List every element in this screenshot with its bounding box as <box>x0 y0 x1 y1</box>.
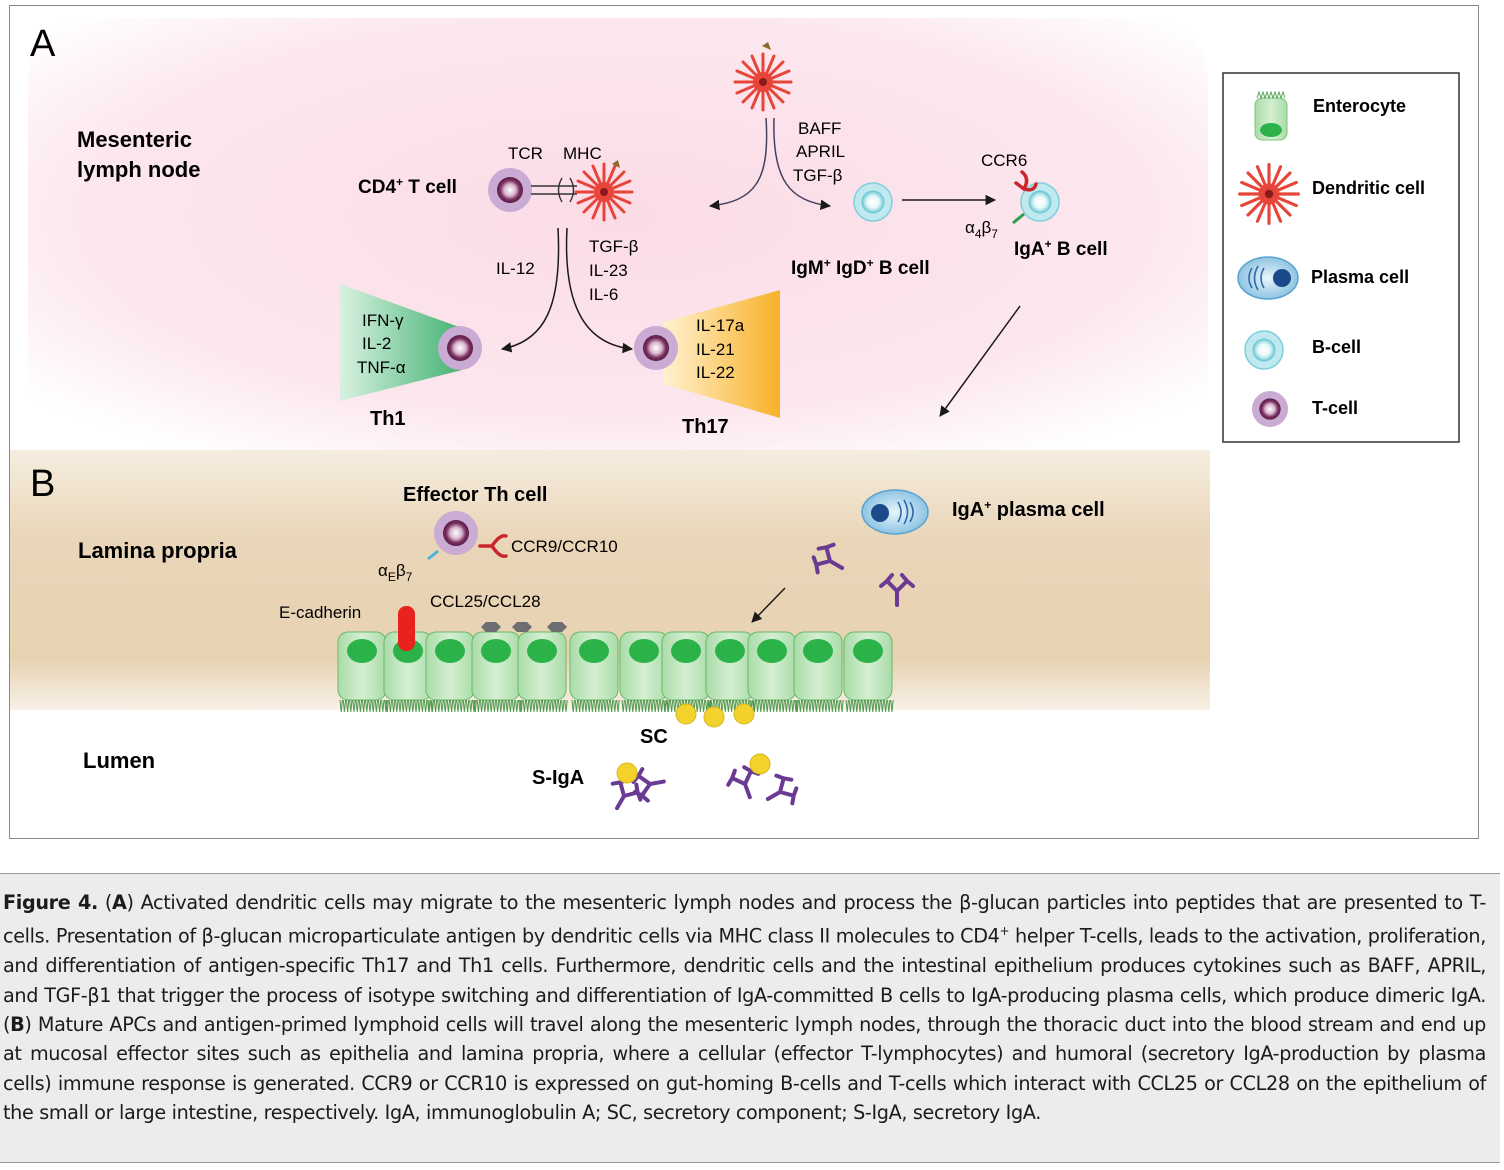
ccr6-receptor <box>1014 170 1038 192</box>
panel-b-letter: B <box>30 463 55 505</box>
caption-superscript: + <box>999 924 1010 939</box>
iga-b-cell-label: IgA+ B cell <box>1014 237 1108 260</box>
legend-bcell-label: B-cell <box>1312 337 1361 357</box>
enterocyte <box>425 631 476 713</box>
enterocyte <box>517 631 568 713</box>
th1-cytokines: IFN-γ IL-2 TNF-α <box>357 311 408 377</box>
chemokine-ccl25 <box>481 622 567 632</box>
th1-t-cell <box>438 326 482 370</box>
mhc-label: MHC <box>563 144 602 163</box>
enterocyte <box>337 631 388 713</box>
aeb7-integrin <box>427 549 439 561</box>
arrow-dc-right <box>773 117 832 211</box>
aeb7-label: αEβ7 <box>378 561 413 584</box>
arrow-dc-left <box>708 117 768 211</box>
figure-panel: A B Mesenteric lymph node CD4+ T cell TC… <box>9 5 1479 839</box>
tcr-label: TCR <box>508 144 543 163</box>
cd4-t-cell <box>488 168 532 212</box>
enterocyte <box>661 631 712 713</box>
legend-plasma-label: Plasma cell <box>1311 267 1409 287</box>
arrow-to-th1 <box>500 227 560 353</box>
a4b7-label: α4β7 <box>965 218 998 241</box>
arrow-to-epithelium <box>751 587 786 623</box>
sc-label: SC <box>640 726 668 748</box>
enterocyte <box>471 631 522 713</box>
enterocyte <box>747 631 798 713</box>
lymph-node-background <box>28 18 1208 458</box>
effector-th-cell <box>434 511 478 555</box>
legend-dendritic-label: Dendritic cell <box>1312 178 1425 198</box>
caption-text: ) Mature APCs and antigen-primed lymphoi… <box>3 1013 1486 1125</box>
th17-label: Th17 <box>682 416 729 438</box>
dendritic-cell-secreting <box>733 52 793 112</box>
lamina-propria-label: Lamina propria <box>78 538 238 563</box>
th17-cytokine-fan <box>664 290 780 418</box>
cd4-t-cell-label: CD4+ T cell <box>358 175 457 198</box>
enterocyte-icon <box>1254 90 1288 141</box>
panel-a-letter: A <box>30 23 56 65</box>
caption-text: ( <box>97 891 113 914</box>
epithelium <box>337 631 894 713</box>
caption-text: helper T-cells, leads to the activation,… <box>3 924 1486 1037</box>
th1-cytokine-fan <box>340 284 462 401</box>
legend: Enterocyte Dendritic cell Plasma cell B-… <box>1222 72 1460 443</box>
s-iga-dimer-left <box>601 762 669 819</box>
b-cell-icon <box>1244 330 1284 370</box>
region-label-mesenteric: Mesenteric lymph node <box>77 127 200 182</box>
iga-plasma-cell-label: IgA+ plasma cell <box>952 498 1105 521</box>
caption-a-ref: A <box>112 891 127 914</box>
arrow-to-plasma <box>939 305 1021 417</box>
ccr9-ccr10-label: CCR9/CCR10 <box>511 537 618 556</box>
a4b7-integrin <box>1012 212 1025 225</box>
enterocyte <box>843 631 894 713</box>
ccl25-ccl28-label: CCL25/CCL28 <box>430 592 541 611</box>
caption-text: ) Activated dendritic cells may migrate … <box>3 891 1486 948</box>
ccr9-receptor <box>478 533 508 559</box>
b-cell-switch-cytokines: BAFF APRIL TGF-β <box>793 119 849 185</box>
s-iga-label: S-IgA <box>532 767 584 789</box>
dendritic-cell-icon <box>1238 163 1300 225</box>
caption-figure-label: Figure 4. <box>3 891 98 914</box>
iga-plasma-cell <box>861 489 929 535</box>
caption-b-ref: B <box>10 1013 25 1037</box>
ecadherin-label: E-cadherin <box>279 603 361 622</box>
enterocyte <box>569 631 620 713</box>
il12-label: IL-12 <box>496 259 535 278</box>
secretory-component <box>675 703 755 728</box>
igm-igd-b-cell <box>853 182 893 222</box>
ccr6-label: CCR6 <box>981 151 1027 170</box>
th17-cytokines: IL-17a IL-21 IL-22 <box>696 316 749 382</box>
s-iga-dimer-right <box>722 753 804 815</box>
lumen-label: Lumen <box>83 748 155 773</box>
dendritic-cell-presenting <box>574 162 634 222</box>
antigen-particle-top <box>762 42 771 50</box>
plasma-cell-icon <box>1237 256 1299 300</box>
enterocyte <box>793 631 844 713</box>
arrow-to-th17 <box>565 227 634 354</box>
ecadherin-molecule <box>398 606 415 651</box>
figure-caption: Figure 4. (A) Activated dendritic cells … <box>0 873 1500 1163</box>
t-cell-icon <box>1251 390 1289 428</box>
effector-th-label: Effector Th cell <box>403 484 547 506</box>
th17-inducing-cytokines: TGF-β IL-23 IL-6 <box>589 237 643 304</box>
legend-tcell-label: T-cell <box>1312 398 1358 418</box>
antigen-particle <box>612 160 620 168</box>
tcr-mhc-synapse <box>531 177 577 203</box>
th17-t-cell <box>634 326 678 370</box>
igm-igd-b-cell-label: IgM+ IgD+ B cell <box>791 256 930 279</box>
legend-enterocyte-label: Enterocyte <box>1313 96 1406 116</box>
th1-label: Th1 <box>370 408 406 430</box>
